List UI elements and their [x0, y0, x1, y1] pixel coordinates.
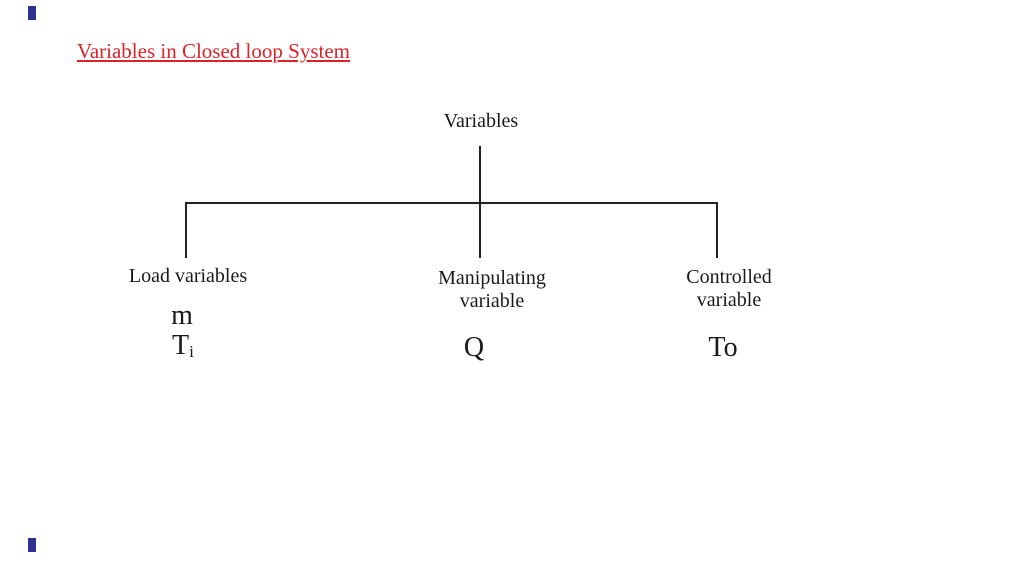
symbol-q: Q	[463, 332, 485, 363]
symbol-ti: Ti	[172, 330, 194, 362]
slide-edge-accent-bottom	[28, 538, 36, 552]
slide-title: Variables in Closed loop System	[77, 39, 350, 63]
symbol-to: To	[708, 332, 738, 363]
branch-manipulating-label: Manipulating variable	[438, 267, 546, 313]
branch-manipulating-label-line2: variable	[459, 290, 525, 312]
slide-edge-accent-top	[28, 6, 36, 20]
connector-right-drop	[716, 202, 718, 258]
branch-controlled-label-line2: variable	[696, 289, 762, 311]
branch-controlled-label-line1: Controlled	[686, 266, 772, 288]
symbol-ti-base: T	[172, 330, 190, 361]
symbol-ti-subscript: i	[189, 342, 194, 362]
connector-crossbar	[185, 202, 718, 204]
connector-left-drop	[185, 202, 187, 258]
tree-root-label: Variables	[443, 110, 519, 132]
symbol-m: m	[171, 300, 193, 331]
branch-manipulating-label-line1: Manipulating	[438, 267, 546, 289]
branch-controlled-label: Controlled variable	[686, 266, 772, 312]
branch-load-label: Load variables	[128, 265, 248, 287]
